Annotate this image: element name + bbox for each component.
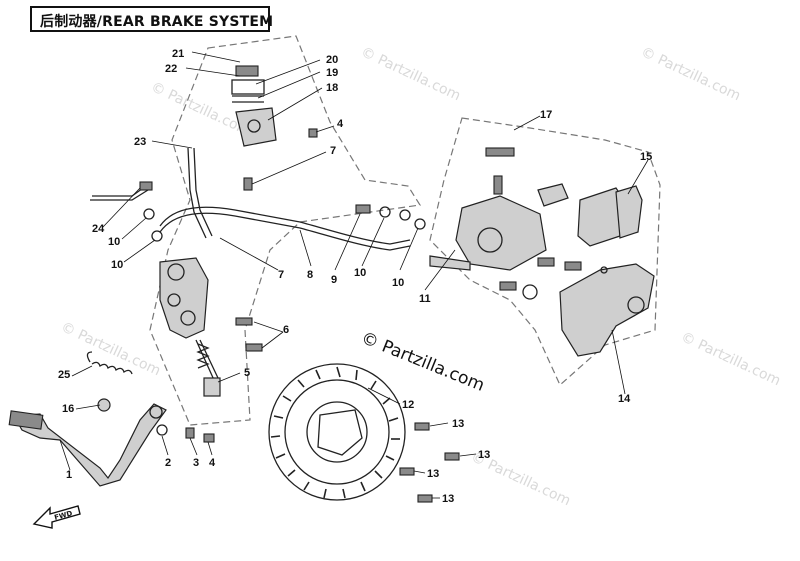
callout-18: 18 — [326, 82, 338, 94]
caliper-group-outline — [429, 117, 661, 386]
pedal-pin — [156, 424, 168, 436]
master-cylinder-bolts — [235, 317, 263, 352]
callout-11: 11 — [419, 293, 431, 305]
callout-3: 3 — [193, 457, 199, 469]
callout-10-c: 10 — [354, 267, 366, 279]
watermark: © Partzilla.com — [638, 44, 743, 104]
callout-15: 15 — [640, 151, 652, 163]
master-cylinder-group-outline — [149, 35, 422, 426]
callout-10-b: 10 — [111, 259, 123, 271]
caliper-bracket — [559, 263, 655, 357]
forward-arrow: FWD — [32, 505, 81, 529]
nut — [185, 427, 195, 439]
callout-12: 12 — [402, 399, 414, 411]
callout-13-a: 13 — [452, 418, 464, 430]
watermark: © Partzilla.com — [358, 44, 463, 104]
crush-washer — [151, 230, 163, 242]
fluid-reservoir — [231, 65, 277, 191]
callout-4-top: 4 — [337, 118, 344, 130]
banjo-bolt — [355, 204, 426, 230]
brake-pedal — [8, 403, 167, 487]
center-watermark: © Partzilla.com — [358, 328, 487, 396]
callout-21: 21 — [172, 48, 184, 60]
callout-25: 25 — [58, 369, 70, 381]
callout-24: 24 — [92, 223, 105, 235]
callout-19: 19 — [326, 67, 338, 79]
callout-5: 5 — [244, 367, 250, 379]
brake-disc — [268, 363, 406, 501]
diagram-title: 后制动器/REAR BRAKE SYSTEM — [40, 14, 274, 30]
reservoir-screw — [308, 128, 318, 138]
fwd-label: FWD — [53, 509, 73, 522]
callout-7-top: 7 — [330, 145, 336, 157]
callout-4-bottom: 4 — [209, 457, 216, 469]
callout-9: 9 — [331, 274, 337, 286]
callout-23: 23 — [134, 136, 146, 148]
watermark: © Partzilla.com — [678, 329, 783, 389]
callout-14: 14 — [618, 393, 631, 405]
master-cylinder — [159, 257, 221, 397]
return-spring — [86, 351, 133, 375]
callout-20: 20 — [326, 54, 338, 66]
watermark: © Partzilla.com — [58, 319, 163, 379]
brake-pads — [577, 185, 643, 247]
callout-13-d: 13 — [442, 493, 454, 505]
brake-line — [159, 206, 411, 251]
callout-6: 6 — [283, 324, 289, 336]
disc-bolts — [399, 422, 460, 503]
callout-16: 16 — [62, 403, 74, 415]
watermark: © Partzilla.com — [148, 79, 253, 139]
callout-1: 1 — [66, 469, 72, 481]
callout-13-b: 13 — [478, 449, 490, 461]
bolt — [203, 433, 215, 443]
callout-labels: 21 22 20 19 18 4 7 23 24 10 10 7 8 9 10 … — [58, 48, 652, 505]
callout-17: 17 — [540, 109, 552, 121]
pushrod-link — [90, 185, 149, 201]
callout-2: 2 — [165, 457, 171, 469]
callout-7-mid: 7 — [278, 269, 284, 281]
callout-8: 8 — [307, 269, 313, 281]
diagram-title-box: 后制动器/REAR BRAKE SYSTEM — [30, 6, 274, 32]
leader-lines — [59, 51, 649, 499]
caliper-pins — [499, 257, 582, 300]
crush-washer — [143, 208, 155, 220]
callout-13-c: 13 — [427, 468, 439, 480]
callout-22: 22 — [165, 63, 177, 75]
reservoir-hose — [193, 147, 213, 237]
callout-10-d: 10 — [392, 277, 404, 289]
brake-caliper — [429, 147, 569, 271]
callout-10-a: 10 — [108, 236, 120, 248]
